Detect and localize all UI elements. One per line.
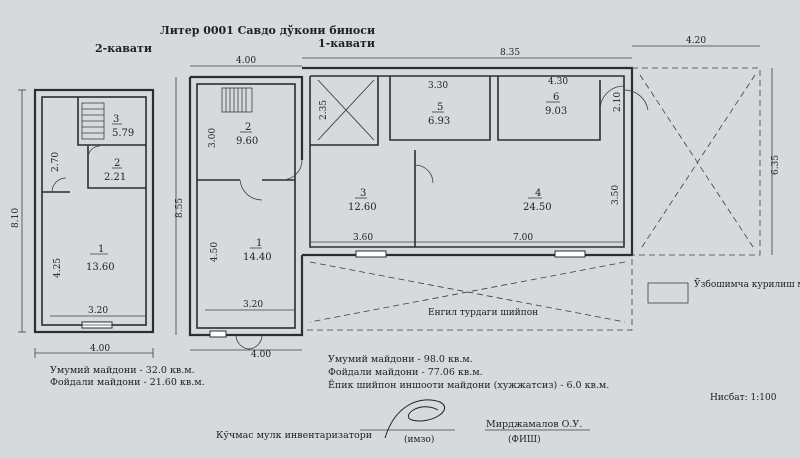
- dim-350: 3.50: [611, 185, 621, 205]
- room1-2-area: 9.60: [236, 136, 258, 147]
- first-floor-plan: [188, 66, 649, 350]
- dim-235: 2.35: [319, 100, 329, 120]
- dim-420: 4.20: [686, 36, 706, 46]
- info-first-total: Умумий майдони - 98.0 кв.м.: [328, 354, 473, 365]
- extra-area-label: Ўзбошимча курилиш майдони - 26.0 кв.: [694, 278, 800, 290]
- room1-2-num: 2: [245, 122, 251, 133]
- sign-label: (имзо): [404, 434, 434, 445]
- room1-1-num: 1: [256, 238, 262, 249]
- scale-label: Нисбат: 1:100: [710, 392, 777, 403]
- floor-label-second: 2-кавати: [95, 42, 152, 55]
- signer-name: Мирджамалов О.У.: [486, 419, 582, 430]
- second-floor-plan: [33, 88, 155, 334]
- signature-mark: [384, 399, 446, 439]
- dim-270: 2.70: [51, 152, 61, 172]
- shed-label: Енгил турдаги шийпон: [428, 308, 538, 318]
- room1-3-area: 12.60: [348, 202, 377, 213]
- dim-320-first: 3.20: [243, 300, 263, 310]
- dim-835: 8.35: [500, 48, 520, 58]
- extra-area: [632, 67, 761, 256]
- room2-2-area: 2.21: [104, 172, 126, 183]
- room2-2-num: 2: [114, 158, 120, 169]
- info-second-useful: Фойдали майдони - 21.60 кв.м.: [50, 377, 205, 388]
- legend-box: [647, 282, 689, 304]
- dim-360: 3.60: [353, 233, 373, 243]
- room1-5-area: 6.93: [428, 116, 450, 127]
- room2-1-area: 13.60: [86, 262, 115, 273]
- extra-area-line1: Ўзбошимча курилиш майдони - 26.0 кв.: [694, 278, 800, 290]
- dim-320-second: 3.20: [88, 306, 108, 316]
- dim-430: 4.30: [548, 77, 568, 87]
- info-first-shed: Ёпик шийпон иншооти майдони (хужжатсиз) …: [328, 379, 609, 391]
- room1-3-num: 3: [360, 188, 366, 199]
- inventory-label: Кўчмас мулк инвентаризатори: [216, 430, 372, 441]
- room2-1-num: 1: [98, 244, 104, 255]
- dim-330: 3.30: [428, 81, 448, 91]
- room1-6-area: 9.03: [545, 106, 567, 117]
- dim-210: 2.10: [613, 92, 623, 112]
- dim-700: 7.00: [513, 233, 533, 243]
- name-label: (ФИШ): [508, 434, 541, 445]
- room1-6-num: 6: [553, 92, 559, 103]
- shed-area: [301, 255, 633, 331]
- dim-425: 4.25: [53, 258, 63, 278]
- room1-5-num: 5: [437, 102, 443, 113]
- room2-3-num: 3: [113, 114, 119, 125]
- dim-855: 8.55: [175, 198, 185, 218]
- dim-400-bottom: 4.00: [251, 350, 271, 360]
- room1-1-area: 14.40: [243, 252, 272, 263]
- room1-4-area: 24.50: [523, 202, 552, 213]
- info-first-useful: Фойдали майдони - 77.06 кв.м.: [328, 367, 483, 378]
- room2-3-area: 5.79: [112, 128, 134, 139]
- info-second-total: Умумий майдони - 32.0 кв.м.: [50, 365, 195, 376]
- dim-810: 8.10: [11, 208, 21, 228]
- dim-400-top: 4.00: [236, 56, 256, 66]
- dim-300: 3.00: [208, 128, 218, 148]
- floor-label-first: 1-кавати: [318, 37, 375, 50]
- plan-title: Литер 0001 Савдо дўкони биноси: [160, 24, 375, 37]
- room1-4-num: 4: [535, 188, 541, 199]
- dim-450: 4.50: [210, 242, 220, 262]
- dim-400-second: 4.00: [90, 344, 110, 354]
- dim-635: 6.35: [771, 155, 781, 175]
